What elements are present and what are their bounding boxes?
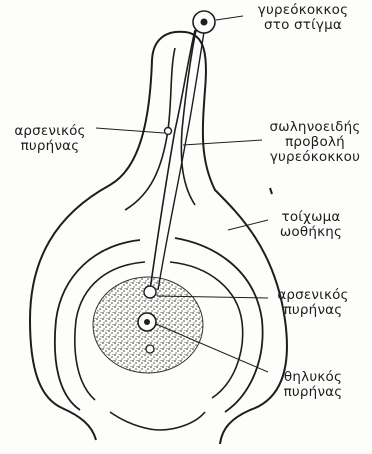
label-male-nucleus-ovule: αρσενικός πυρήνας: [268, 288, 358, 318]
label-female-nucleus-line2: πυρήνας: [268, 385, 358, 400]
label-ovary-wall-line1: τοίχωμα: [268, 210, 354, 225]
label-male-nucleus-ovule-line1: αρσενικός: [268, 288, 358, 303]
ovary-wall-outer: [30, 32, 287, 444]
label-pollen-on-stigma-line2: στο στίγμα: [244, 18, 362, 33]
label-pollen-tube-line2: προβολή: [262, 135, 368, 150]
leader-pollen-on-stigma: [216, 16, 243, 20]
label-ovary-wall: τοίχωμα ωοθήκης: [268, 210, 354, 240]
pollen-grain-core: [201, 19, 208, 26]
secondary-nucleus: [146, 345, 154, 353]
male-nucleus-in-tube: [165, 128, 172, 135]
label-pollen-on-stigma: γυρεόκοκκος στο στίγμα: [244, 3, 362, 33]
label-female-nucleus: θηλυκός πυρήνας: [268, 370, 358, 400]
leader-pollen-tube: [183, 140, 262, 145]
label-male-nucleus-tube-line1: αρσενικός: [4, 124, 96, 139]
label-male-nucleus-tube: αρσενικός πυρήνας: [4, 124, 96, 154]
label-male-nucleus-ovule-line2: πυρήνας: [268, 303, 358, 318]
male-nucleus-in-ovule: [144, 286, 156, 298]
label-pollen-tube-line3: γυρεόκοκκου: [262, 150, 368, 165]
female-nucleus-inner: [144, 319, 150, 325]
leader-male-nucleus-tube: [96, 128, 164, 133]
tick-mark: [270, 188, 272, 194]
label-pollen-on-stigma-line1: γυρεόκοκκος: [244, 3, 362, 18]
label-female-nucleus-line1: θηλυκός: [268, 370, 358, 385]
label-pollen-tube: σωληνοειδής προβολή γυρεόκοκκου: [262, 120, 368, 165]
label-ovary-wall-line2: ωοθήκης: [268, 225, 354, 240]
label-male-nucleus-tube-line2: πυρήνας: [4, 139, 96, 154]
style-inner-right: [181, 30, 196, 205]
stalk: [110, 412, 205, 430]
label-pollen-tube-line1: σωληνοειδής: [262, 120, 368, 135]
